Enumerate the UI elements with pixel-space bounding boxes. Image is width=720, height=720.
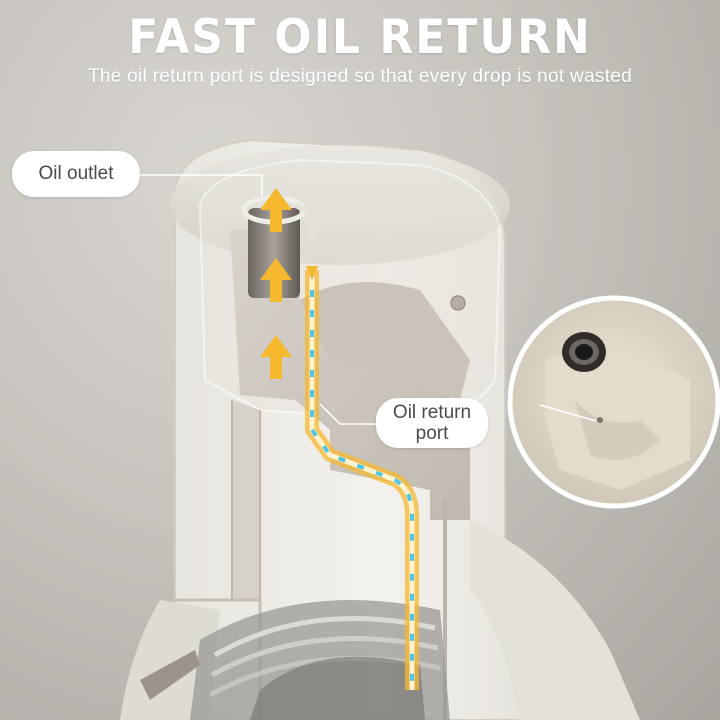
page-title: FAST OIL RETURN <box>128 9 592 66</box>
leader-lines <box>140 174 376 425</box>
up-arrow-icon <box>260 188 292 379</box>
down-arrow-icon <box>306 266 318 280</box>
zoom-inset <box>507 295 720 509</box>
oil-outlet-label: Oil outlet <box>12 151 140 197</box>
return-flow-path <box>305 270 419 690</box>
page-subtitle: The oil return port is designed so that … <box>87 66 633 87</box>
oil-return-port-label: Oil return port <box>376 398 488 448</box>
